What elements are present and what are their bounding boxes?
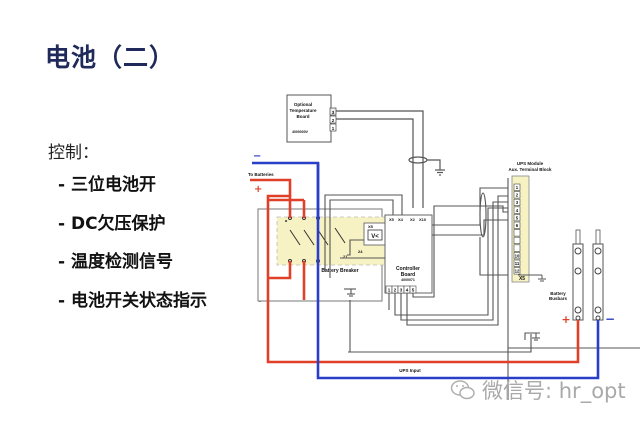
svg-text:Controller: Controller xyxy=(396,266,420,272)
temp-board-line2: Temperature xyxy=(290,108,317,113)
ups-terminal-block: UPS Module Aux. Terminal Block 123456101… xyxy=(509,161,552,283)
terminal-pin xyxy=(513,252,521,260)
temp-wires xyxy=(336,110,445,208)
terminal-pin xyxy=(513,221,521,229)
terminal-pin-label: 12 xyxy=(515,269,520,274)
watermark-text: 微信号: hr_opt xyxy=(482,379,626,403)
power-wiring xyxy=(250,161,600,380)
terminal-pin xyxy=(513,206,521,214)
terminal-pin xyxy=(513,236,521,244)
terminal-pin-label: 10 xyxy=(515,253,520,258)
svg-text:UPS Module: UPS Module xyxy=(517,161,544,166)
terminal-pin-label: 11 xyxy=(515,261,520,266)
terminal-pin xyxy=(513,191,521,199)
svg-text:3: 3 xyxy=(400,288,403,293)
control-list: - 三位电池开 - DC欠压保护 - 温度检测信号 - 电池开关状态指示 xyxy=(58,170,207,324)
svg-text:5: 5 xyxy=(412,288,415,293)
svg-text:X5: X5 xyxy=(519,276,525,282)
page-title: 电池（二） xyxy=(45,43,176,72)
svg-text:4000071: 4000071 xyxy=(401,278,415,282)
svg-text:a: a xyxy=(285,218,288,223)
wechat-icon xyxy=(450,380,475,400)
svg-text:Busbars: Busbars xyxy=(549,296,568,301)
temperature-board: Optional Temperature Board 4000000V 3 2 … xyxy=(286,94,337,143)
terminal-pin-label: 1 xyxy=(516,185,519,190)
terminal-pin-label: 6 xyxy=(516,223,519,228)
terminal-pin-label: 5 xyxy=(516,215,519,220)
terminal-pin xyxy=(513,229,521,237)
svg-text:X5: X5 xyxy=(389,217,395,222)
terminal-pin-label: 4 xyxy=(516,208,519,213)
terminal-pin xyxy=(513,198,521,206)
control-wires xyxy=(259,178,640,400)
bullet-item: - 温度检测信号 xyxy=(58,252,173,272)
batteries-negative-sign: − xyxy=(253,151,261,162)
positive-sign: + xyxy=(561,313,570,326)
temp-board-part: 4000000V xyxy=(292,130,309,134)
negative-sign: − xyxy=(605,312,615,326)
terminal-pin xyxy=(513,267,521,275)
battery-busbars: Battery Busbars + − xyxy=(549,229,615,326)
svg-text:3: 3 xyxy=(332,110,335,115)
breaker-label: Battery Breaker xyxy=(321,268,358,274)
terminal-pin-label: 2 xyxy=(516,193,519,198)
svg-text:1: 1 xyxy=(388,288,391,293)
svg-text:2: 2 xyxy=(394,288,397,293)
batteries-positive-sign: + xyxy=(254,184,262,195)
controller-board: X5 X4 X2 X10 Controller Board 4000071 1 … xyxy=(384,214,433,294)
terminal-pin-label: 3 xyxy=(516,200,519,205)
terminal-pin xyxy=(513,214,521,222)
terminal-pin xyxy=(513,244,521,252)
terminal-pin xyxy=(513,259,521,267)
control-heading: 控制： xyxy=(48,143,99,163)
svg-text:24: 24 xyxy=(358,249,363,254)
watermark: 微信号: hr_opt xyxy=(450,375,626,405)
svg-text:X10: X10 xyxy=(419,217,427,222)
to-batteries-label: To Batteries xyxy=(248,172,274,177)
bullet-item: - DC欠压保护 xyxy=(58,213,166,234)
temp-board-line1: Optional xyxy=(294,102,312,107)
svg-text:Battery: Battery xyxy=(550,291,566,296)
svg-text:2: 2 xyxy=(332,118,335,123)
svg-text:1: 1 xyxy=(332,126,335,131)
terminal-pin xyxy=(513,183,521,191)
svg-text:Aux. Terminal Block: Aux. Terminal Block xyxy=(509,167,552,172)
svg-text:Board: Board xyxy=(401,272,415,278)
svg-text:X2: X2 xyxy=(410,217,416,222)
svg-text:X4: X4 xyxy=(398,217,404,222)
bullet-item: - 电池开关状态指示 xyxy=(58,290,207,311)
ups-input-label: UPS Input xyxy=(399,368,421,373)
svg-text:4: 4 xyxy=(406,288,409,293)
temp-board-line3: Board xyxy=(296,114,309,119)
svg-text:X5: X5 xyxy=(368,224,374,229)
bullet-item: - 三位电池开 xyxy=(58,175,156,195)
svg-text:21: 21 xyxy=(343,254,348,259)
undervoltage-relay: V< xyxy=(371,234,379,240)
